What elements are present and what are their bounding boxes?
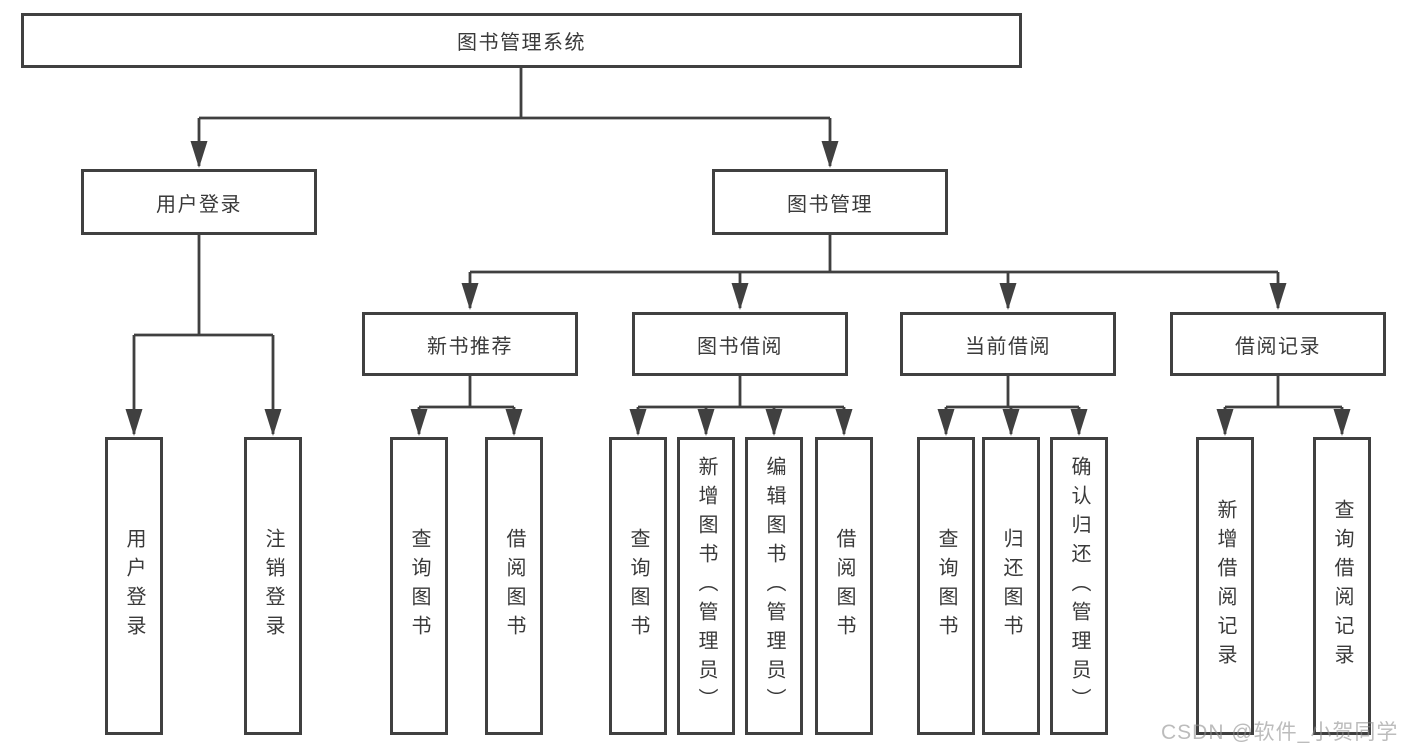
- connector-user-login: [132, 235, 275, 434]
- node-book-borrow: 图书借阅: [632, 312, 848, 376]
- leaf-records-add-record: 新增借阅记录: [1196, 437, 1254, 735]
- node-new-book-recommend: 新书推荐: [362, 312, 578, 376]
- node-book-management: 图书管理: [712, 169, 948, 235]
- connector-root: [197, 68, 832, 166]
- leaf-recommend-borrow-books: 借阅图书: [485, 437, 543, 735]
- watermark: CSDN @软件_小贺同学: [1161, 721, 1399, 744]
- arrowheads: [125, 141, 1351, 436]
- leaf-borrow-edit-books-admin: 编辑图书（管理员）: [745, 437, 803, 735]
- connector-new-book-recommend: [417, 376, 516, 434]
- node-current-borrow: 当前借阅: [900, 312, 1116, 376]
- leaf-borrow-query-books: 查询图书: [609, 437, 667, 735]
- connector-book-management: [468, 235, 1280, 308]
- connector-borrow-records: [1223, 376, 1344, 434]
- leaf-borrow-borrow-books: 借阅图书: [815, 437, 873, 735]
- node-root: 图书管理系统: [21, 13, 1022, 68]
- leaf-user-login: 用户登录: [105, 437, 163, 735]
- connector-book-borrow: [636, 376, 846, 434]
- leaf-borrow-add-books-admin: 新增图书（管理员）: [677, 437, 735, 735]
- leaf-current-query-books: 查询图书: [917, 437, 975, 735]
- leaf-logout: 注销登录: [244, 437, 302, 735]
- node-borrow-records: 借阅记录: [1170, 312, 1386, 376]
- leaf-recommend-query-books: 查询图书: [390, 437, 448, 735]
- leaf-current-return-books: 归还图书: [982, 437, 1040, 735]
- node-user-login: 用户登录: [81, 169, 317, 235]
- leaf-current-confirm-return-admin: 确认归还（管理员）: [1050, 437, 1108, 735]
- leaf-records-query-record: 查询借阅记录: [1313, 437, 1371, 735]
